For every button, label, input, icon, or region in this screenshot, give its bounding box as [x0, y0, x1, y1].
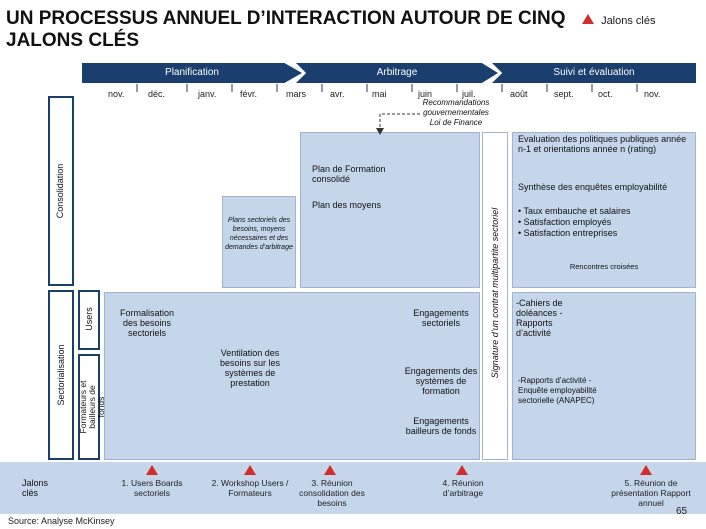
row-label-consolidation: Consolidation: [55, 163, 65, 219]
engagements-bailleurs-text: Engagements bailleurs de fonds: [405, 416, 477, 436]
month-divider-group: [136, 84, 638, 92]
month-label: mars: [286, 89, 306, 99]
milestone-5-icon: [640, 465, 652, 475]
formateurs-label-bg: [80, 356, 98, 458]
recommandations-text: Recommandations gouvernementales Loi de …: [422, 98, 490, 127]
rencontres-text: Rencontres croisées: [569, 262, 639, 271]
month-label: déc.: [148, 89, 166, 99]
month-label: nov.: [108, 89, 125, 99]
signature-bar: [482, 132, 508, 460]
month-label: nov.: [644, 89, 661, 99]
row-label-jalons: Jalons clés: [22, 478, 49, 498]
milestone-4-label: 4. Réunion d’arbitrage: [442, 478, 484, 498]
milestone-triangle-icon: [582, 14, 594, 24]
plan-moyens-text: Plan des moyens: [312, 200, 382, 210]
milestone-2-label: 2. Workshop Users / Formateurs: [211, 478, 289, 498]
phase-band-arbitrage: Arbitrage: [296, 63, 498, 83]
month-label: janv.: [198, 89, 217, 99]
signature-label: Signature d’un contrat multipartite sect…: [490, 207, 500, 379]
legend-label: Jalons clés: [601, 15, 656, 27]
suivi-panel: [512, 292, 696, 460]
synthese-item: • Satisfaction employés: [518, 217, 612, 227]
legend: Jalons clés: [582, 14, 655, 27]
sectorialisation-label-bg: [50, 292, 72, 458]
users-label-bg: [80, 292, 98, 348]
consolidation-panel: [300, 132, 480, 288]
phase-band-suivi: Suivi et évaluation: [492, 63, 696, 83]
engagements-sectoriels-text: Engagements sectoriels: [413, 308, 469, 328]
consolidation-label-bg: [50, 98, 72, 284]
row-label-sectorialisation: Sectorialisation: [56, 344, 66, 406]
month-label: mai: [372, 89, 387, 99]
milestone-3-label: 3. Réunion consolidation des besoins: [299, 478, 365, 508]
rapports-text: -Rapports d’activité -Enquête employabil…: [518, 376, 597, 405]
milestone-3-icon: [324, 465, 336, 475]
milestone-band: [0, 462, 706, 514]
month-label: oct.: [598, 89, 613, 99]
milestone-2-icon: [244, 465, 256, 475]
phase-band-planification: Planification: [82, 63, 302, 83]
engagements-systemes-text: Engagements des systèmes de formation: [404, 366, 478, 396]
milestone-1-icon: [146, 465, 158, 475]
month-label: juil.: [462, 89, 476, 99]
recommandations-arrow: [376, 113, 420, 135]
synthese-item: • Satisfaction entreprises: [518, 228, 618, 238]
evaluation-panel: [512, 132, 696, 288]
page-title: UN PROCESSUS ANNUEL D’INTERACTION AUTOUR…: [6, 8, 566, 51]
plans-sectoriels-text: Plans sectoriels des besoins, moyens néc…: [225, 217, 293, 251]
evaluation-text: Evaluation des politiques publiques anné…: [518, 134, 687, 154]
month-label: sept.: [554, 89, 574, 99]
month-label: juin: [418, 89, 433, 99]
source-note: Source: Analyse McKinsey: [8, 516, 115, 526]
ventilation-text: Ventilation des besoins sur les systèmes…: [219, 348, 281, 388]
formalisation-text: Formalisation des besoins sectoriels: [119, 308, 175, 338]
synthese-title: Synthèse des enquêtes employabilité: [518, 182, 668, 192]
formalisation-panel: [104, 292, 480, 460]
month-label: févr.: [240, 89, 258, 99]
row-label-formateurs: Formateurs et bailleurs de fonds: [78, 380, 106, 434]
plan-formation-text: Plan de Formation consolidé: [312, 164, 386, 184]
milestone-5-label: 5. Réunion de présentation Rapport annue…: [611, 478, 691, 508]
milestone-4-icon: [456, 465, 468, 475]
page-number: 65: [676, 506, 688, 517]
milestone-1-label: 1. Users Boards sectoriels: [121, 478, 183, 498]
plans-sectoriels-panel: [222, 196, 296, 288]
synthese-item: • Taux embauche et salaires: [518, 206, 631, 216]
row-label-users: Users: [84, 307, 94, 331]
month-label: avr.: [330, 89, 345, 99]
cahiers-text: -Cahiers de doléances -Rapports d’activi…: [516, 298, 563, 338]
month-label: août: [510, 89, 528, 99]
